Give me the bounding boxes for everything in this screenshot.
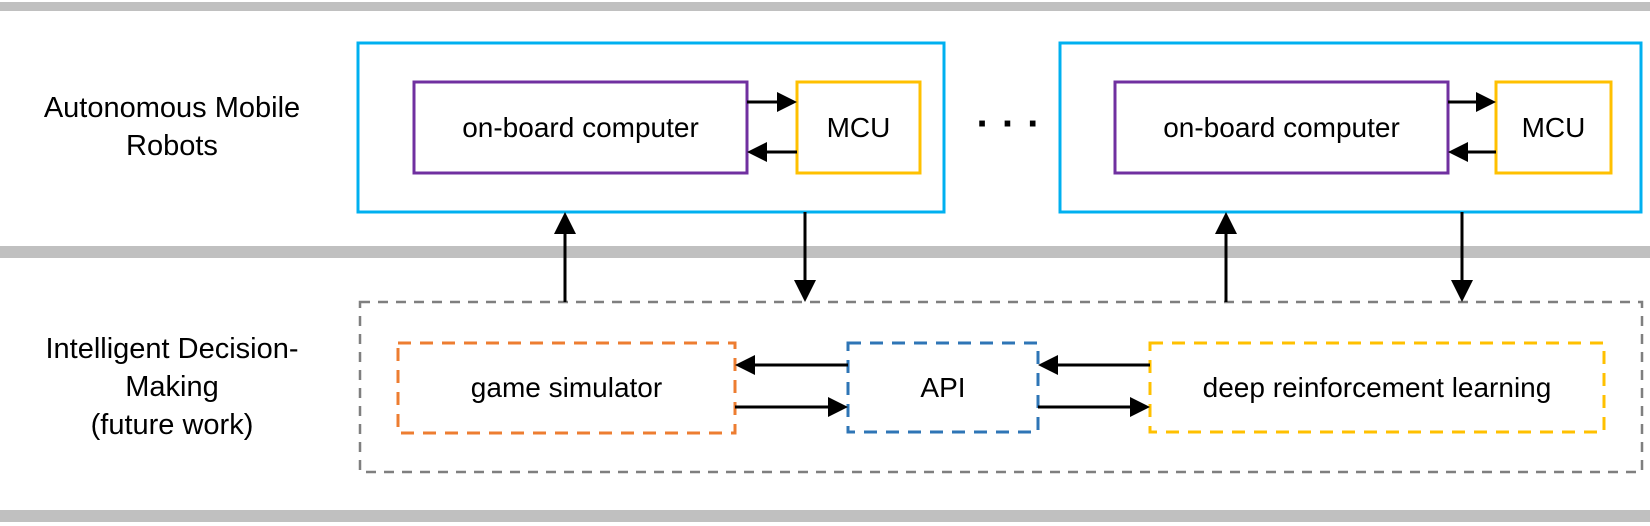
robot-group-2-box	[1058, 41, 1643, 214]
game-simulator-box	[396, 341, 737, 435]
robots-row-label: Autonomous Mobile Robots	[43, 92, 301, 162]
mcu-box-2	[1494, 80, 1613, 175]
onboard-computer-box-2	[1113, 80, 1450, 175]
drl-label: deep reinforcement learning	[1202, 371, 1552, 403]
onboard-computer-label-2: on-board computer	[1163, 111, 1400, 143]
api-box	[846, 341, 1040, 434]
arrow-decision-to-robot-2	[1215, 212, 1237, 302]
arrow-decision-to-robot-1	[554, 212, 576, 302]
arrow-api-to-drl	[1038, 397, 1150, 417]
api-label: API	[920, 371, 966, 403]
arrow-computer-to-mcu-1	[747, 92, 797, 112]
onboard-computer-label-1: on-board computer	[462, 111, 699, 143]
arrow-simulator-to-api	[735, 397, 848, 417]
future-work-container-box	[358, 300, 1644, 474]
arrow-robot-to-decision-2	[1451, 212, 1473, 302]
top-border-bar	[0, 2, 1650, 11]
decision-row-label: Intelligent Decision- Making (future wor…	[45, 333, 299, 441]
onboard-computer-box-1	[412, 80, 749, 175]
mcu-label-1: MCU	[826, 111, 891, 143]
mcu-box-1	[795, 80, 922, 175]
mcu-label-2: MCU	[1521, 111, 1586, 143]
bottom-border-bar	[0, 510, 1650, 522]
drl-box	[1148, 341, 1606, 434]
robot-group-1-box	[356, 41, 946, 214]
arrow-mcu-to-computer-1	[747, 142, 797, 162]
row-divider-bar	[0, 246, 1650, 258]
arrow-computer-to-mcu-2	[1448, 92, 1496, 112]
arrow-drl-to-api	[1038, 355, 1150, 375]
arrow-mcu-to-computer-2	[1448, 142, 1496, 162]
arrow-api-to-simulator	[735, 355, 848, 375]
game-simulator-label: game simulator	[470, 372, 663, 403]
arrow-robot-to-decision-1	[794, 212, 816, 302]
ellipsis: ···	[976, 102, 1053, 146]
